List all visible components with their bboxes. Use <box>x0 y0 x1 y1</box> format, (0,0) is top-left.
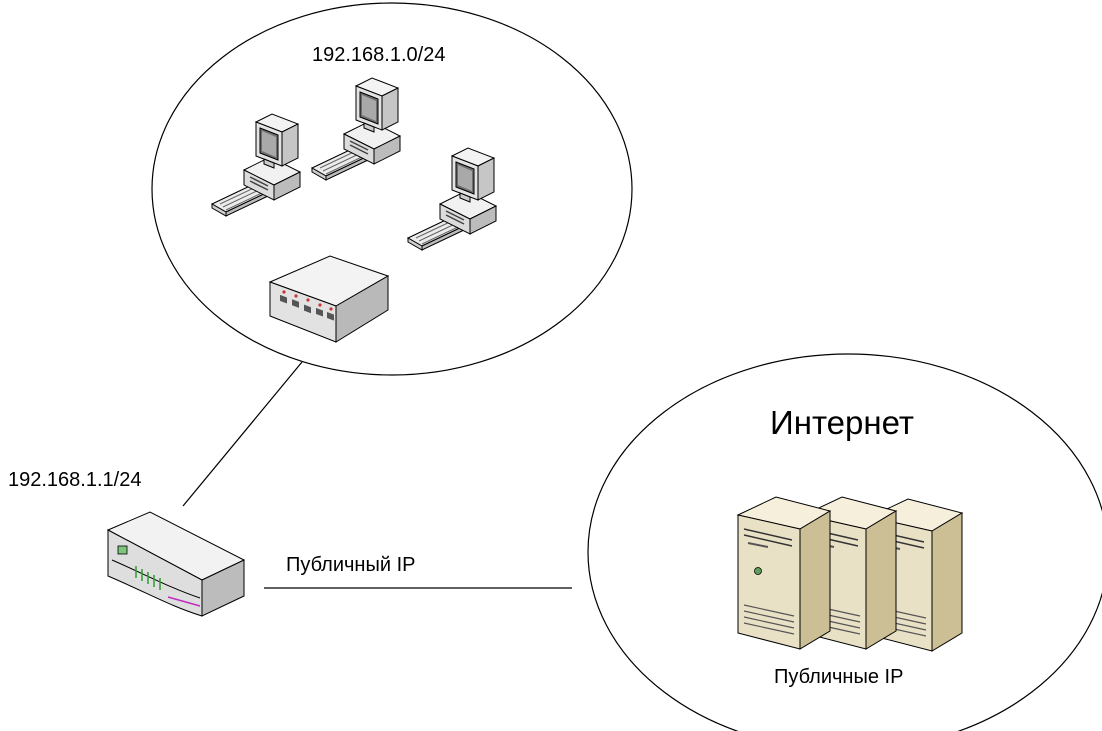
servers-ip-label: Публичные IP <box>774 666 904 688</box>
internet-cloud-boundary <box>587 353 1102 731</box>
desktop-computer-icon <box>311 77 401 181</box>
internet-title: Интернет <box>770 404 914 441</box>
wan-link-label: Публичный IP <box>286 554 416 576</box>
router-modem-icon <box>106 511 246 617</box>
tower-server-icon <box>737 496 831 650</box>
switch-router-link <box>182 361 303 507</box>
lan-subnet-label: 192.168.1.0/24 <box>312 44 446 66</box>
lan-network-boundary <box>151 2 633 376</box>
server-farm <box>737 496 963 652</box>
desktop-computer-icon <box>407 147 497 251</box>
router-ip-label: 192.168.1.1/24 <box>8 469 142 491</box>
network-switch-icon <box>268 255 390 343</box>
desktop-computer-icon <box>211 113 301 217</box>
